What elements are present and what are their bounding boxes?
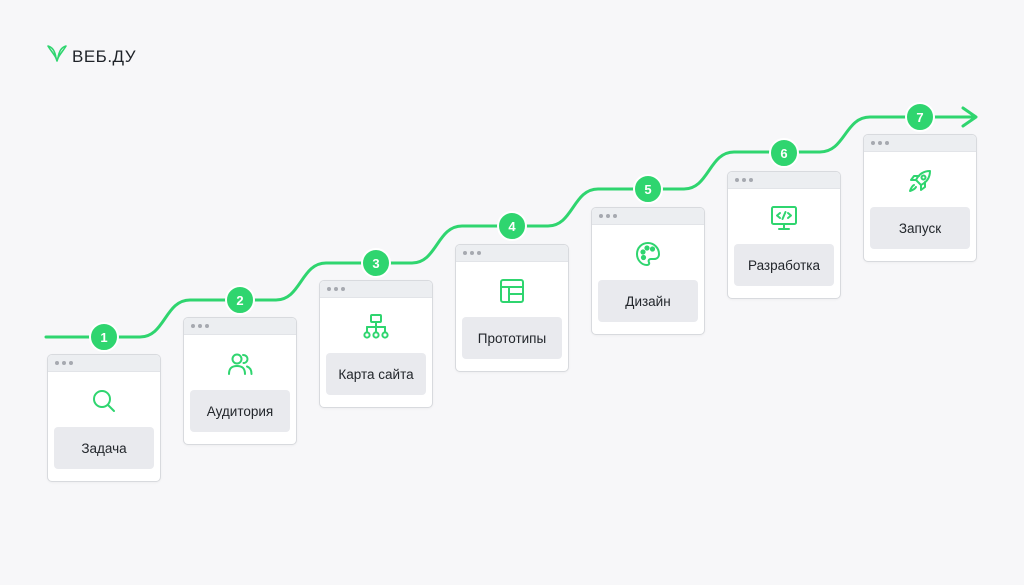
step-card-6: Разработка — [727, 171, 841, 299]
step-label: Запуск — [870, 207, 970, 249]
window-bar — [728, 172, 840, 189]
step-card-3: Карта сайта — [319, 280, 433, 408]
step-badge-4: 4 — [497, 211, 527, 241]
step-card-5: Дизайн — [591, 207, 705, 335]
window-bar — [592, 208, 704, 225]
sitemap-icon — [363, 314, 389, 339]
layout-icon — [500, 279, 524, 303]
step-card-1: Задача — [47, 354, 161, 482]
step-card-4: Прототипы — [455, 244, 569, 372]
step-badge-3: 3 — [361, 248, 391, 278]
window-bar — [184, 318, 296, 335]
arrow-head-icon — [961, 106, 978, 128]
step-label: Задача — [54, 427, 154, 469]
step-badge-1: 1 — [89, 322, 119, 352]
rocket-icon — [909, 170, 931, 192]
step-card-7: Запуск — [863, 134, 977, 262]
step-badge-7: 7 — [905, 102, 935, 132]
palette-icon — [636, 242, 660, 266]
brand-name: ВЕБ.ДУ — [72, 47, 137, 66]
step-badge-2: 2 — [225, 285, 255, 315]
step-label: Дизайн — [598, 280, 698, 322]
window-bar — [864, 135, 976, 152]
step-label: Прототипы — [462, 317, 562, 359]
code-monitor-icon — [771, 206, 797, 230]
step-badge-6: 6 — [769, 138, 799, 168]
window-bar — [456, 245, 568, 262]
logo: ВЕБ.ДУ — [46, 44, 137, 66]
step-badge-5: 5 — [633, 174, 663, 204]
window-bar — [320, 281, 432, 298]
step-label: Аудитория — [190, 390, 290, 432]
step-card-2: Аудитория — [183, 317, 297, 445]
step-label: Карта сайта — [326, 353, 426, 395]
users-icon — [228, 353, 253, 375]
step-label: Разработка — [734, 244, 834, 286]
leaf-logo-icon — [47, 45, 67, 62]
search-icon — [93, 390, 115, 412]
window-bar — [48, 355, 160, 372]
